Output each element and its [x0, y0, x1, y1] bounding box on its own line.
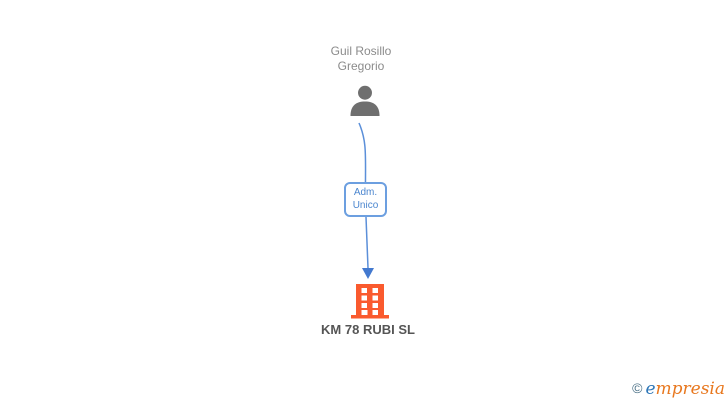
logo-wordmark: mpresia: [655, 379, 726, 399]
company-name[interactable]: KM 78 RUBI SL: [321, 322, 415, 337]
empresia-logo: ©empresia: [632, 379, 725, 399]
copyright-icon: ©: [632, 380, 643, 396]
relationship-label-line1: Adm.: [353, 187, 378, 198]
person-name-line2: Gregorio: [337, 59, 385, 73]
relationship-label-line2: Unico: [352, 200, 379, 211]
person-icon[interactable]: [347, 85, 383, 116]
person-name[interactable]: Guil Rosillo Gregorio: [281, 44, 441, 74]
person-name-line1: Guil Rosillo: [330, 44, 392, 58]
logo-letter-e: e: [645, 379, 656, 399]
arrowhead-icon: [362, 268, 374, 279]
relationship-label: Adm. Unico: [344, 182, 387, 217]
company-building-icon[interactable]: [351, 284, 389, 319]
